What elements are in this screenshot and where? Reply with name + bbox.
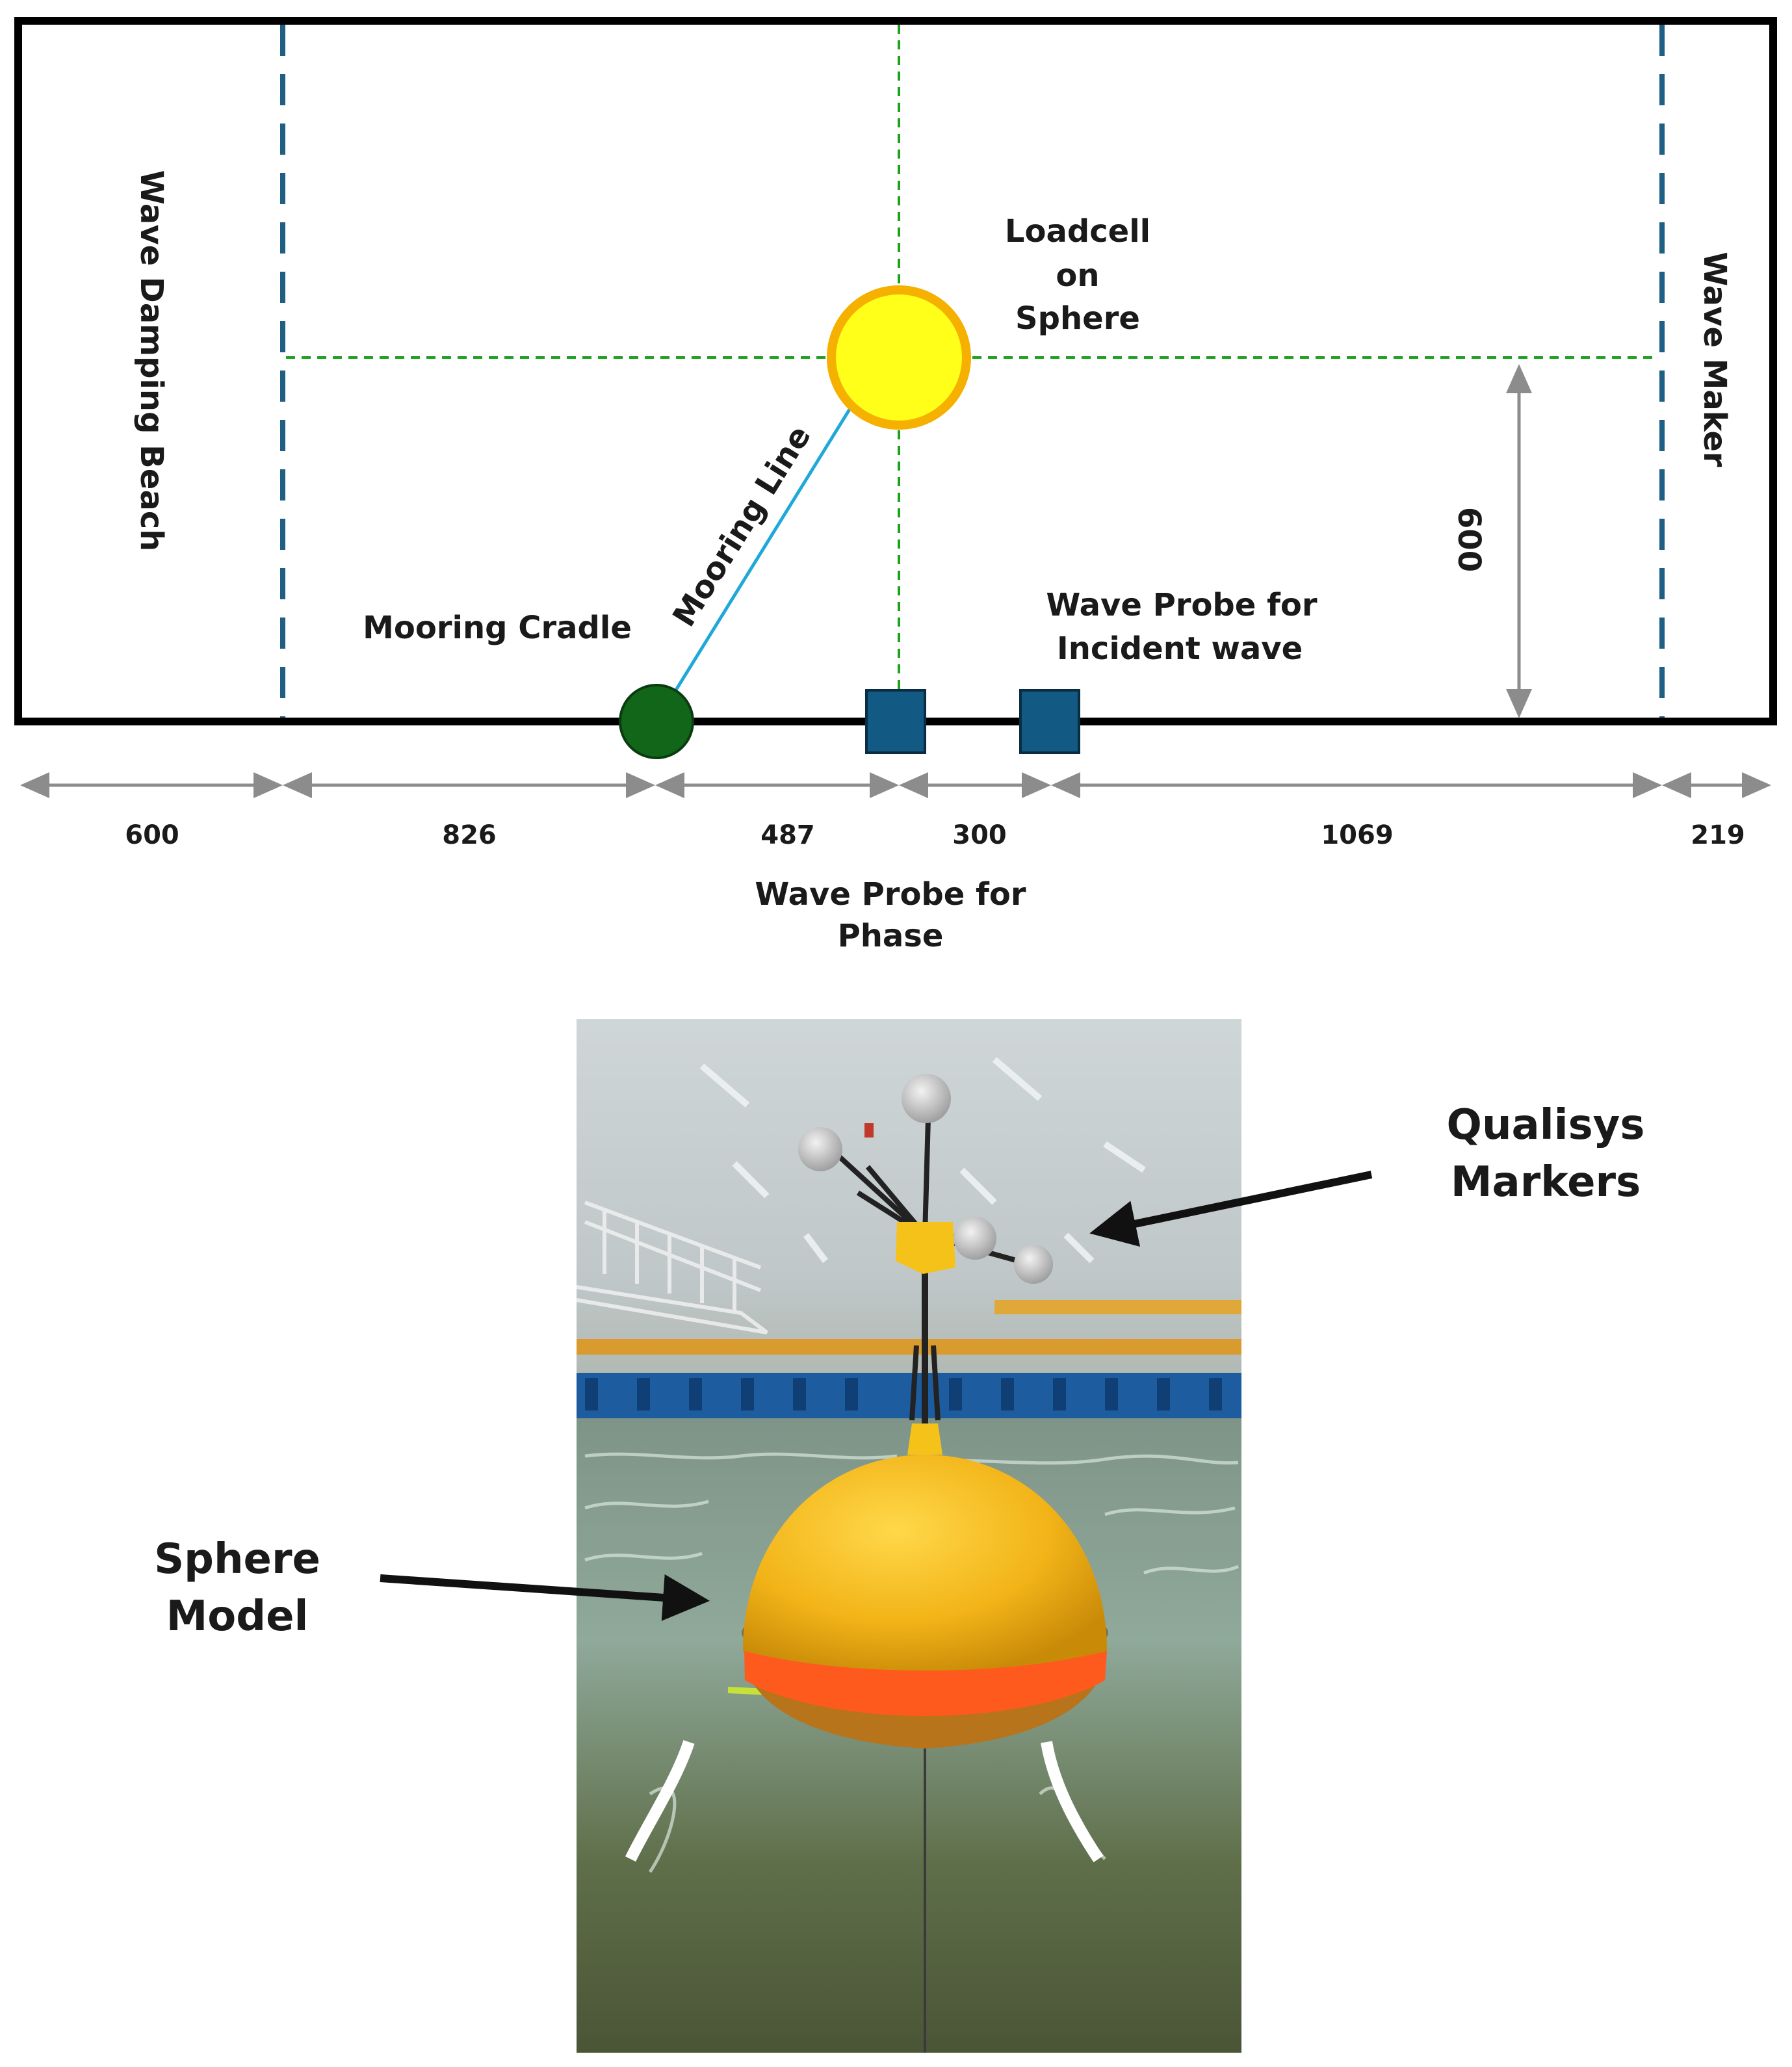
photo-annotations: Qualisys Markers Sphere Model bbox=[154, 1101, 1644, 1641]
mooring-cradle-label: Mooring Cradle bbox=[363, 610, 632, 646]
loadcell-label-line-3: Sphere bbox=[1015, 300, 1140, 337]
dimension-value: 487 bbox=[760, 820, 815, 850]
sphere-model-photo bbox=[576, 1019, 1241, 2053]
dimension-value: 219 bbox=[1691, 820, 1745, 850]
phase-probe-symbol bbox=[865, 689, 926, 754]
mooring-cradle-symbol bbox=[619, 684, 694, 759]
dimension-value: 826 bbox=[442, 820, 497, 850]
dimension-value: 1069 bbox=[1321, 820, 1393, 850]
dimension-value: 300 bbox=[952, 820, 1007, 850]
dimension-value: 600 bbox=[125, 820, 179, 850]
incident-probe-label-line-1: Wave Probe for bbox=[1046, 587, 1317, 623]
phase-probe-label-line-2: Phase bbox=[838, 918, 944, 954]
sphere-symbol bbox=[827, 285, 971, 430]
wave-maker-label: Wave Maker bbox=[1696, 252, 1733, 467]
tank-schematic: 600 Wave Damping Beach Wave Maker Loadce… bbox=[14, 17, 1777, 954]
incident-probe-label-line-2: Incident wave bbox=[1057, 630, 1303, 667]
incident-probe-symbol bbox=[1019, 689, 1080, 754]
width-dimension-label: 600 bbox=[1451, 507, 1487, 572]
loadcell-label-line-2: on bbox=[1056, 257, 1099, 294]
qualisys-markers-arrow bbox=[1089, 1171, 1373, 1247]
qualisys-markers-label-line-2: Markers bbox=[1451, 1158, 1641, 1206]
sphere-model-arrow bbox=[380, 1574, 710, 1621]
sphere-model-label-line-1: Sphere bbox=[154, 1535, 320, 1583]
mooring-line-label: Mooring Line bbox=[666, 419, 818, 633]
phase-probe-label-line-1: Wave Probe for bbox=[755, 876, 1026, 913]
wave-damping-beach-label: Wave Damping Beach bbox=[133, 170, 170, 552]
sphere-model-label-line-2: Model bbox=[166, 1592, 309, 1641]
loadcell-label-line-1: Loadcell bbox=[1005, 213, 1150, 250]
qualisys-markers-label-line-1: Qualisys bbox=[1447, 1101, 1645, 1149]
mooring-line bbox=[655, 405, 853, 723]
